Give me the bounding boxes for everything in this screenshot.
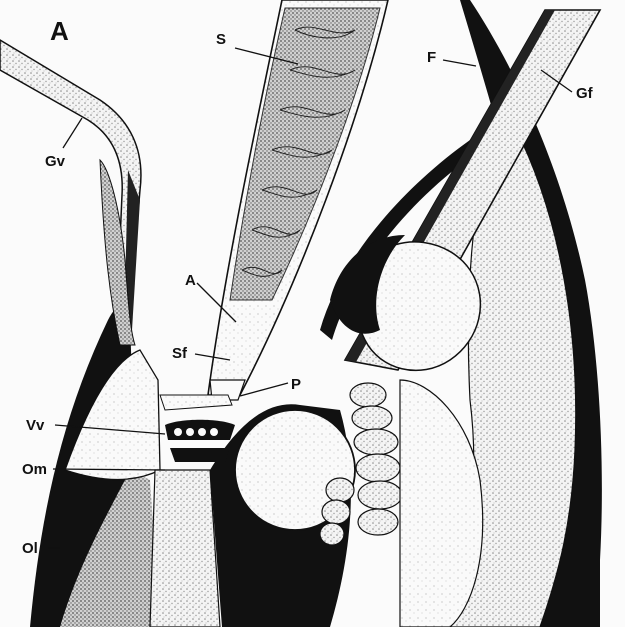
label-s: S (216, 31, 226, 48)
label-sf: Sf (172, 345, 188, 362)
label-p: P (291, 376, 301, 393)
central-stem (150, 470, 220, 627)
label-gf: Gf (576, 85, 594, 102)
label-vv: Vv (26, 417, 45, 434)
label-f: F (427, 49, 436, 66)
label-gv: Gv (45, 153, 66, 170)
valve-structures (160, 395, 235, 462)
panel-letter: A (50, 16, 69, 46)
label-ol: Ol (22, 540, 38, 557)
label-a: A (185, 272, 196, 289)
right-lower-body (400, 380, 483, 627)
label-om: Om (22, 461, 47, 478)
